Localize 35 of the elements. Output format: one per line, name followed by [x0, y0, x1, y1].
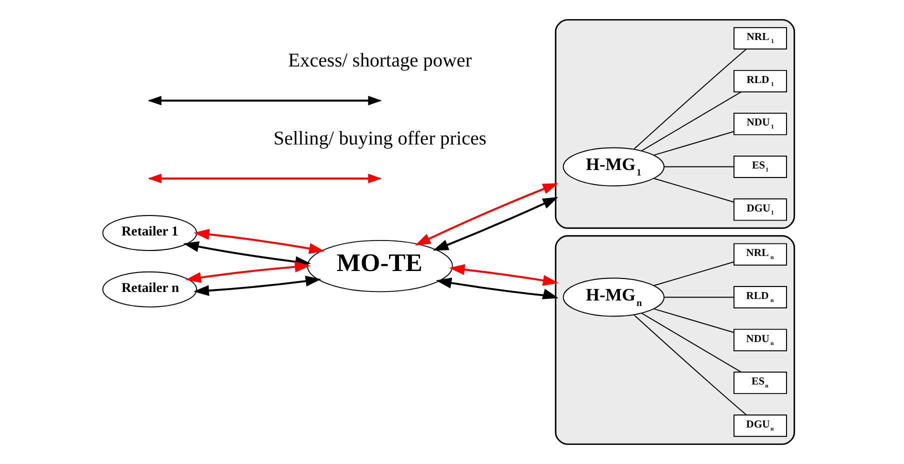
cluster: [554, 235, 795, 445]
connector: [653, 308, 734, 334]
arrow: [435, 278, 558, 300]
node-box: RLD$_{n}$: [733, 286, 787, 308]
arrow: [448, 264, 558, 286]
arrow: [432, 197, 558, 251]
arrow: [193, 228, 324, 254]
connector: [633, 48, 746, 150]
node-box: DGU$_{1}$: [733, 198, 787, 221]
node-box: DGU$_{n}$: [733, 414, 787, 437]
connector: [663, 296, 734, 298]
connector: [653, 130, 734, 156]
connector: [653, 178, 734, 203]
connector: [653, 261, 734, 286]
arrow: [184, 261, 310, 283]
node-box: NDU$_{n}$: [733, 328, 787, 352]
node-box: ES$_{1}$: [733, 156, 787, 178]
legend-label: Excess/ shortage power: [288, 50, 472, 72]
node-ellipse: Retailer 1: [102, 214, 197, 251]
node-box: NRL$_{1}$: [733, 27, 787, 50]
connector: [663, 166, 734, 168]
connector: [633, 314, 746, 416]
cluster: [554, 19, 795, 229]
node-box: NDU$_{1}$: [733, 112, 787, 136]
node-box: NRL$_{n}$: [733, 243, 787, 266]
connector: [640, 92, 741, 152]
node-ellipse: H-MG$_{1}$: [562, 147, 664, 186]
node-box: ES$_{n}$: [733, 372, 787, 394]
legend-label: Selling/ buying offer prices: [272, 128, 486, 150]
connector: [640, 312, 741, 372]
arrow: [414, 183, 558, 246]
node-ellipse: H-MG$_{n}$: [562, 278, 664, 317]
node-ellipse: Retailer n: [102, 271, 197, 308]
node-box: RLD$_{1}$: [733, 70, 787, 92]
arrow: [192, 276, 321, 296]
